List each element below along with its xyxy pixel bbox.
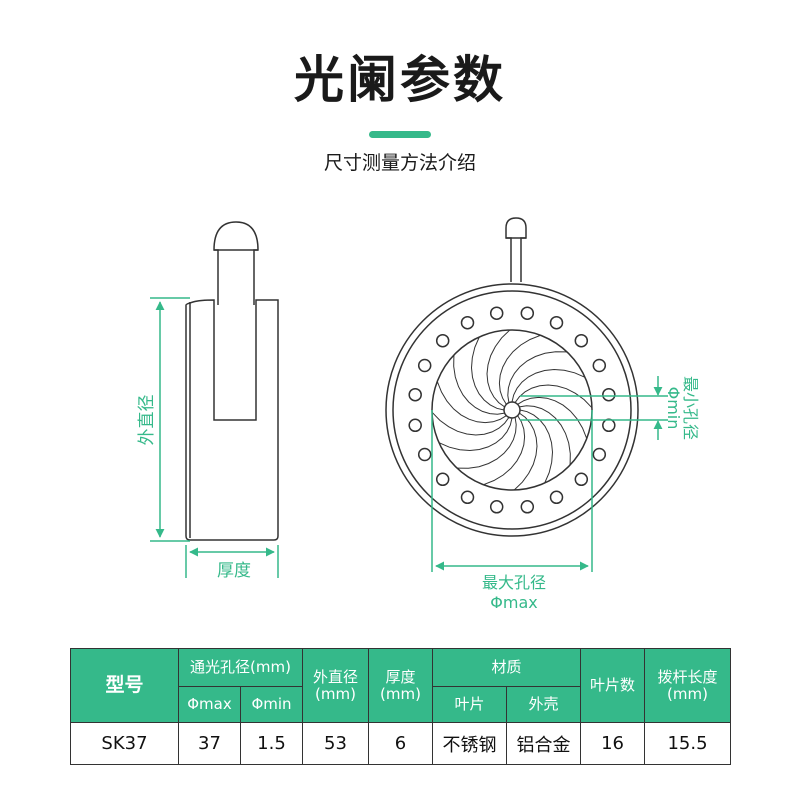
page-title: 光阑参数 — [294, 51, 506, 109]
screw-hole — [592, 447, 607, 462]
side-lever — [213, 221, 259, 305]
thickness-label: 厚度 — [217, 561, 251, 581]
iris-blade — [498, 334, 541, 405]
screw-hole — [417, 447, 432, 462]
cell-blade: 不锈钢 — [432, 722, 507, 765]
screw-hole — [460, 490, 475, 505]
iris-blade — [507, 351, 568, 403]
side-body — [185, 299, 279, 541]
cell-outer-diameter: 53 — [302, 722, 369, 765]
iris-blade — [438, 417, 513, 452]
header-shell: 外壳 — [505, 686, 582, 723]
screw-hole — [435, 333, 450, 348]
header-phi-min: Φmin — [240, 686, 303, 723]
side-view — [185, 221, 279, 541]
iris-blade — [456, 417, 517, 469]
screw-hole — [602, 418, 616, 433]
screw-hole — [602, 387, 616, 402]
header-thickness-unit: (mm) — [380, 684, 421, 703]
screw-hole — [574, 333, 589, 348]
cell-blade-count: 16 — [580, 722, 646, 765]
screw-hole — [489, 500, 504, 514]
front-view — [385, 217, 639, 537]
iris-blade — [519, 409, 554, 484]
iris-blade — [519, 405, 571, 466]
min-aperture-symbol: Φmin — [664, 387, 683, 430]
iris-blade — [431, 411, 510, 436]
title-underline — [369, 131, 431, 138]
header-lever-length-text: 拨杆长度 — [657, 667, 718, 686]
aperture-hole — [503, 401, 521, 419]
header-material: 材质 — [431, 648, 582, 687]
max-aperture-label: 最大孔径 — [482, 573, 546, 592]
screw-hole — [574, 472, 589, 487]
iris-blade — [511, 368, 586, 403]
iris-blade — [517, 396, 588, 439]
iris-blade — [453, 354, 505, 415]
iris-blade — [483, 415, 526, 486]
cell-thickness: 6 — [368, 722, 433, 765]
screw-hole — [520, 306, 535, 320]
screw-hole — [408, 418, 422, 433]
header-phi-max: Φmax — [178, 686, 241, 723]
screw-hole — [408, 387, 422, 402]
front-lever — [505, 217, 527, 282]
header-blade: 叶片 — [432, 686, 507, 723]
header-thickness: 厚度 (mm) — [368, 648, 433, 723]
header-blade-count: 叶片数 — [580, 648, 646, 723]
cell-phi-max: 37 — [178, 722, 241, 765]
header-model: 型号 — [70, 648, 179, 723]
page-subtitle: 尺寸测量方法介绍 — [323, 152, 476, 174]
iris-diagram: 外直径 厚度 最大孔径 Φmax 最小孔径 Φmin — [137, 217, 700, 612]
header-clear-aperture: 通光孔径(mm) — [178, 648, 303, 687]
screw-hole — [460, 315, 475, 330]
screw-hole — [592, 358, 607, 373]
inner-ring — [392, 290, 632, 530]
header-lever-length-unit: (mm) — [667, 684, 708, 703]
screw-hole — [520, 500, 535, 514]
screw-hole — [549, 490, 564, 505]
screw-hole — [435, 472, 450, 487]
cell-lever-length: 15.5 — [644, 722, 732, 765]
cell-shell: 铝合金 — [505, 722, 582, 765]
cell-phi-min: 1.5 — [240, 722, 303, 765]
screw-hole — [417, 358, 432, 373]
screw-hole — [549, 315, 564, 330]
parameter-table: 型号 通光孔径(mm) 外直径 (mm) 厚度 (mm) 材质 叶片数 拨杆长度… — [70, 648, 732, 765]
iris-blade — [470, 336, 505, 411]
min-aperture-label: 最小孔径 — [681, 376, 700, 440]
max-aperture-symbol: Φmax — [490, 593, 537, 612]
screw-holes — [408, 306, 616, 514]
screw-hole — [489, 306, 504, 320]
header-outer-diameter-unit: (mm) — [315, 684, 356, 703]
header-outer-diameter-text: 外直径 — [312, 667, 358, 686]
iris-blade — [486, 329, 511, 408]
header-lever-length: 拨杆长度 (mm) — [644, 648, 732, 723]
outer-diameter-label: 外直径 — [137, 395, 157, 446]
iris-blade — [513, 412, 538, 491]
iris-blade — [436, 381, 507, 424]
header-thickness-text: 厚度 — [385, 667, 416, 686]
front-dimensions — [431, 376, 668, 572]
table-row: SK37 37 1.5 53 6 不锈钢 铝合金 16 15.5 — [70, 722, 732, 765]
side-dimensions — [150, 297, 279, 578]
cell-model: SK37 — [70, 722, 179, 765]
header-outer-diameter: 外直径 (mm) — [302, 648, 369, 723]
